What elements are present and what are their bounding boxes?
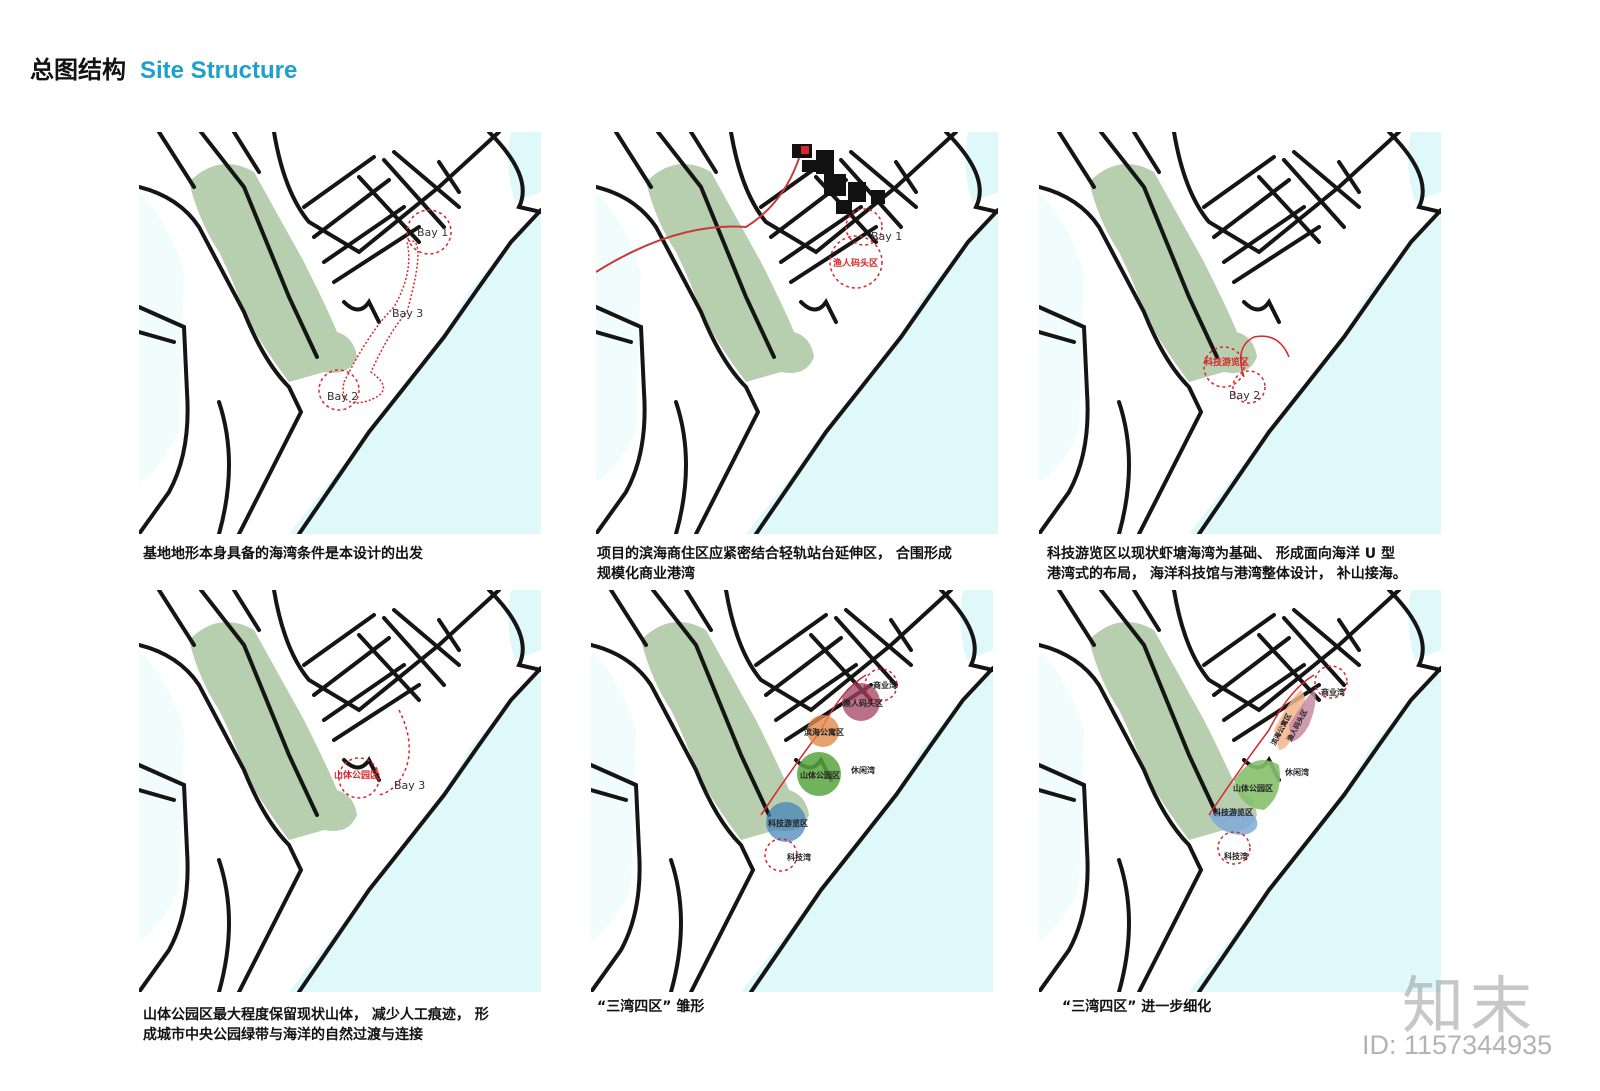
page-title-cn: 总图结构 bbox=[30, 56, 126, 84]
shangye-bay-label: 商业湾 bbox=[1321, 687, 1345, 697]
caption-line: “三湾四区” 进一步细化 bbox=[1062, 999, 1212, 1015]
bay-3-label: Bay 3 bbox=[392, 307, 423, 320]
map-panel-3: 科技游览区 Bay 2 bbox=[1039, 132, 1441, 534]
map-panel-2: Bay 1 渔人码头区 bbox=[596, 132, 998, 534]
panel-1-caption: 基地地形本身具备的海湾条件是本设计的出发 bbox=[143, 544, 563, 564]
bay-1-label: Bay 1 bbox=[871, 230, 902, 243]
map-panel-1: Bay 1 Bay 3 Bay 2 bbox=[139, 132, 541, 534]
page-title-en: Site Structure bbox=[140, 57, 298, 84]
bay-2-label: Bay 2 bbox=[327, 390, 358, 403]
caption-line: “三湾四区” 雏形 bbox=[597, 999, 705, 1015]
caption-line: 规模化商业港湾 bbox=[597, 566, 695, 582]
shanti-zone-label: 山体公园区 bbox=[800, 770, 840, 780]
xiuxian-bay-label: 休闲湾 bbox=[850, 765, 875, 775]
panel-2-caption: 项目的滨海商住区应紧密结合轻轨站台延伸区， 合围形成 规模化商业港湾 bbox=[597, 544, 1007, 584]
shanti-zone-label: 山体公园区 bbox=[334, 769, 379, 781]
yuren-zone-label: 渔人码头区 bbox=[833, 257, 878, 269]
bay-1-label: Bay 1 bbox=[417, 226, 448, 239]
caption-line: 成城市中央公园绿带与海洋的自然过渡与连接 bbox=[143, 1027, 423, 1043]
bay-2-label: Bay 2 bbox=[1229, 389, 1260, 402]
keji-bay-label: 科技湾 bbox=[1224, 851, 1248, 861]
keji-zone-label: 科技游览区 bbox=[768, 818, 808, 828]
caption-line: 基地地形本身具备的海湾条件是本设计的出发 bbox=[143, 546, 423, 562]
shanti-zone-label: 山体公园区 bbox=[1233, 783, 1273, 793]
keji-bay-label: 科技湾 bbox=[787, 852, 811, 862]
xiuxian-bay-label: 休闲湾 bbox=[1284, 767, 1309, 777]
map-panel-5: 商业湾 渔人码头区 滨海公寓区 休闲湾 山体公园区 科技游览区 科技湾 bbox=[591, 590, 993, 992]
binhai-zone-label: 滨海公寓区 bbox=[804, 727, 844, 737]
panel-4-caption: 山体公园区最大程度保留现状山体， 减少人工痕迹， 形 成城市中央公园绿带与海洋的… bbox=[143, 1005, 563, 1045]
map-panel-4: 山体公园区 Bay 3 bbox=[139, 590, 541, 992]
yuren-zone-label: 渔人码头区 bbox=[843, 698, 883, 708]
panel-6-caption: “三湾四区” 进一步细化 bbox=[1062, 997, 1442, 1017]
page-header: 总图结构 Site Structure bbox=[30, 50, 297, 86]
watermark-id: ID: 1157344935 bbox=[1362, 1030, 1553, 1060]
panel-3-caption: 科技游览区以现状虾塘海湾为基础、 形成面向海洋 U 型 港湾式的布局， 海洋科技… bbox=[1047, 544, 1467, 584]
keji-zone-label: 科技游览区 bbox=[1204, 356, 1249, 368]
shangye-bay-label: 商业湾 bbox=[873, 680, 897, 690]
caption-line: 港湾式的布局， 海洋科技馆与港湾整体设计， 补山接海。 bbox=[1047, 566, 1407, 582]
watermark-logo: 知末 bbox=[1402, 969, 1539, 1042]
panel-5-caption: “三湾四区” 雏形 bbox=[597, 997, 997, 1017]
building-cluster bbox=[792, 144, 885, 214]
caption-line: 山体公园区最大程度保留现状山体， 减少人工痕迹， 形 bbox=[143, 1007, 489, 1023]
bay-3-label: Bay 3 bbox=[394, 779, 425, 792]
map-panel-6: 商业湾 滨海公寓区 渔人码头区 休闲湾 山体公园区 科技游览区 科技湾 bbox=[1039, 590, 1441, 992]
caption-line: 项目的滨海商住区应紧密结合轻轨站台延伸区， 合围形成 bbox=[597, 546, 952, 562]
keji-zone-label: 科技游览区 bbox=[1213, 807, 1253, 817]
caption-line: 科技游览区以现状虾塘海湾为基础、 形成面向海洋 U 型 bbox=[1047, 546, 1395, 562]
